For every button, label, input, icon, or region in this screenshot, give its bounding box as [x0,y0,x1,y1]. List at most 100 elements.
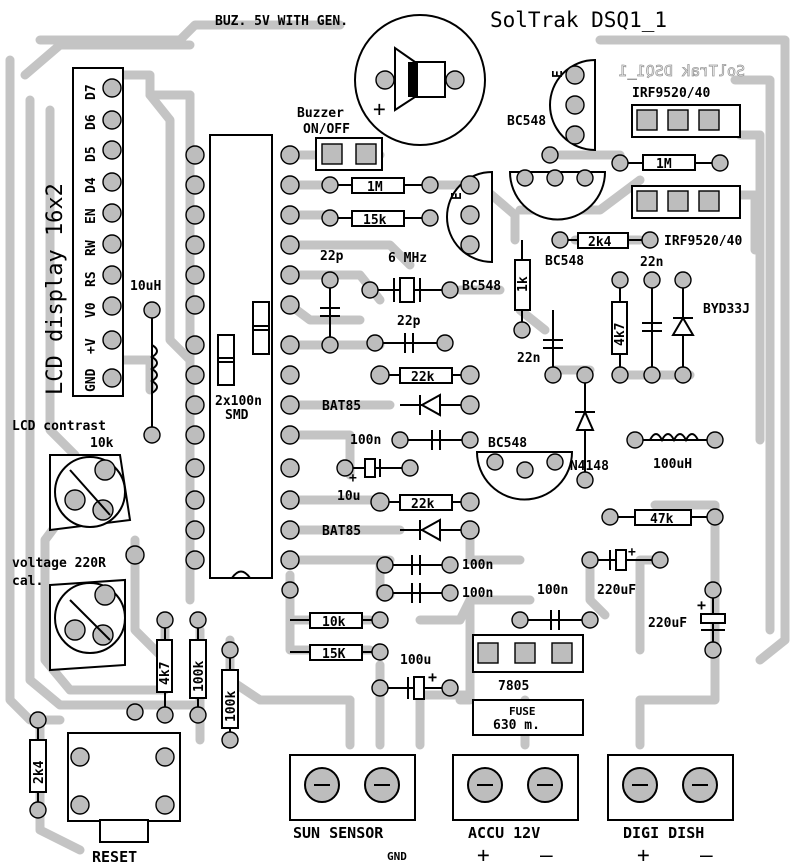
lcd-pin-d5: D5 [84,146,99,162]
r-47k-label: 47k [650,512,674,527]
e1-label: E [551,70,566,78]
mosfet-irf-b: IRF9520/40 [631,185,742,249]
cap-220u-a: + 220uF [590,545,660,598]
l2-label: 100uH [653,457,692,472]
resistor-1k: 1k [514,240,531,330]
c-100n-a-label: 100n [350,433,381,448]
terminal-sun-sensor: SUN SENSOR GND [289,754,416,863]
fuse: FUSE 630 m. [472,699,584,736]
e2-label: E [450,192,465,200]
microcontroller-ic: 2x100n SMD [185,134,300,579]
c-22p-a-label: 22p [320,249,344,264]
mosfet-irf-a: IRF9520/40 [631,86,741,138]
lcd-pin-rs: RS [84,271,99,287]
c-100n-d-label: 100n [537,583,568,598]
digi-minus: – [700,843,713,867]
c-22n-a-label: 22n [517,351,540,366]
d-1n4148-label: 1N4148 [562,459,609,474]
cap-10u: + 10u [337,458,410,504]
crystal-6mhz: 6 MHz [370,251,450,303]
bc548-b-label: BC548 [462,279,501,294]
diode-bat85-b: BAT85 [322,518,470,542]
smd-cap-1 [217,334,235,386]
resistor-100k-b: 100k [221,650,239,740]
buzzer-switch-label2: ON/OFF [303,122,350,137]
pot-lcd-contrast: LCD contrast 10k [12,419,132,532]
r-1k-label: 1k [516,276,531,292]
accu-minus: – [540,843,553,867]
bat85-a-label: BAT85 [322,399,361,414]
regulator-7805: 7805 [472,634,584,694]
sun-sensor-label: SUN SENSOR [293,824,384,842]
bc548-c-label: BC548 [545,254,584,269]
c-100n-b-label: 100n [462,558,493,573]
c-100u-label: 100u [400,653,431,668]
lcd-pin-d6: D6 [84,114,99,130]
buzzer: + BUZ. 5V WITH GEN. [215,14,486,146]
gnd-label: GND [387,850,407,863]
lcd-pin-labels: D7 D6 D5 D4 EN RW RS V0 +V GND [84,84,99,392]
bat85-b-label: BAT85 [322,524,361,539]
r-100k-b-label: 100k [224,691,239,722]
l1-label: 10uH [130,279,161,294]
resistor-2k4-b: 2k4 [29,720,47,810]
c-220u-a-label: 220uF [597,583,636,598]
cap-100n-b: 100n [385,555,493,575]
mirrored-title: SolTrak DSQ1_1 [619,62,745,80]
lcd-pin-d7: D7 [84,84,99,100]
diode-bat85-a: BAT85 [322,393,470,417]
cap-100n-d: 100n [520,583,590,630]
r-1m-a-label: 1M [367,180,383,195]
board-title: SolTrak DSQ1_1 [490,8,667,32]
c-10u-plus: + [349,471,357,486]
lcd-pin-en: EN [84,208,99,224]
c-220u-b-label: 220uF [648,616,687,631]
reg-label: 7805 [498,679,529,694]
resistor-22k-b: 22k [380,494,470,512]
terminal-accu: ACCU 12V + – [452,754,579,867]
pot-voltage-cal: voltage 220R cal. [12,545,145,672]
irf-a-label: IRF9520/40 [632,86,710,101]
cap-100n-c: 100n [385,583,493,603]
resistor-1m-a: 1M [330,177,430,195]
c-10u-label: 10u [337,489,360,504]
resistor-4k7-a: 4k7 [611,280,628,380]
resistor-15k: 15k [330,210,430,228]
r-2k4-b-label: 2k4 [32,760,47,784]
c-220u-a-plus: + [628,545,636,560]
smd-cap-2 [252,301,270,355]
lcd-pads [102,78,122,388]
cal-label: cal. [12,574,43,589]
byd-label: BYD33J [703,302,750,317]
r-22k-b-label: 22k [411,497,435,512]
c-100n-c-label: 100n [462,586,493,601]
cap-220u-b: + 220uF [648,590,726,650]
digi-label: DIGI DISH [623,824,704,842]
transistor-bc548-a: BC548 E [507,58,596,152]
lcd-contrast-label: LCD contrast [12,419,106,434]
r-4k7-b-label: 4k7 [158,662,173,685]
resistor-2k4: 2k4 [560,232,650,250]
inductor-100uh: 100uH [635,433,715,472]
lcd-pin-vplus: +V [84,338,99,354]
r-100k-a-label: 100k [192,661,207,692]
c-22n-b-label: 22n [640,255,663,270]
misc-pads [29,146,729,819]
c-220u-b-plus: + [697,596,706,614]
r-2k4-label: 2k4 [588,235,612,250]
reset-button: RESET [67,732,181,866]
lcd-title: LCD display 16x2 [43,183,68,395]
accu-label: ACCU 12V [468,824,540,842]
buzzer-note: BUZ. 5V WITH GEN. [215,14,348,29]
r-4k7-a-label: 4k7 [613,323,628,346]
buzzer-switch-label: Buzzer [297,106,344,121]
resistor-100k-a: 100k [189,620,207,715]
cap-100n-a: 100n [350,430,470,450]
resistor-22k-a: 22k [380,367,470,385]
resistor-47k: 47k [610,509,715,527]
resistor-4k7-b: 4k7 [156,620,173,715]
lcd-pin-v0: V0 [84,302,99,318]
lcd-pin-gnd: GND [84,368,99,392]
cap-22p-b: 22p [375,314,445,353]
